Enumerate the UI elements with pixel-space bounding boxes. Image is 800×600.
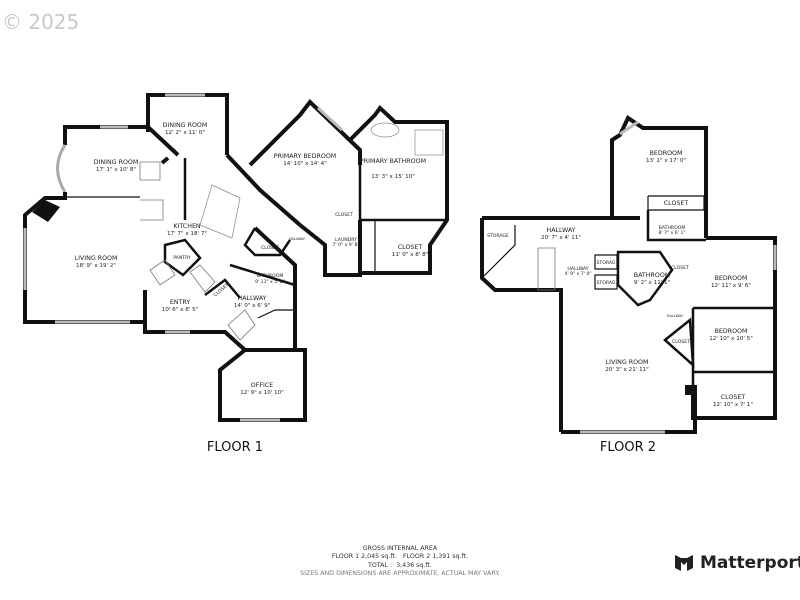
room-dims: 17' 1" x 10' 8" <box>96 167 136 173</box>
room-dims: 12' 9" x 10' 10" <box>240 390 284 396</box>
floor-2-labels: BEDROOM 13' 1" x 17' 0" CLOSET BATHROOM … <box>487 150 753 455</box>
floor-1-walls <box>23 93 449 422</box>
room-dims: 14' 0" x 6' 9" <box>234 303 271 309</box>
floor-2-label: FLOOR 2 <box>600 440 656 455</box>
room-name: DINING ROOM <box>163 122 208 129</box>
room-name: PANTRY <box>173 255 191 261</box>
room-dims: 20' 3" x 21' 11" <box>605 367 649 373</box>
room-name: LIVING ROOM <box>75 255 118 262</box>
room-name: ENTRY <box>170 299 191 306</box>
room-name: LAUNDRY <box>335 237 357 243</box>
room-name: BEDROOM <box>650 150 683 157</box>
room-name: HALLWAY <box>289 237 306 241</box>
room-dims: 14' 10" x 14' 4" <box>283 161 327 167</box>
room-dims: 12' 2" x 11' 0" <box>165 130 205 136</box>
area-floors: FLOOR 1 2,045 sq.ft. FLOOR 2 1,391 sq.ft… <box>331 553 469 561</box>
room-name: PRIMARY BATHROOM <box>360 158 426 165</box>
room-name: OFFICE <box>251 382 273 389</box>
room-name: HALLWAY <box>667 314 684 318</box>
room-dims: 17' 7" x 18' 7" <box>167 231 207 237</box>
room-dims: 13' 3" x 15' 10" <box>371 174 415 180</box>
room-name: PRIMARY BEDROOM <box>274 153 336 160</box>
room-dims: 12' 10" x 10' 5" <box>709 336 753 342</box>
floor-2-walls <box>480 115 777 434</box>
room-name: CLOSET <box>664 200 689 207</box>
room-name: BATHROOM <box>634 272 670 279</box>
brand-logo: Matterport <box>674 553 800 573</box>
room-name: BEDROOM <box>715 328 748 335</box>
brand-name: Matterport <box>700 553 800 573</box>
room-name: CLOSET <box>672 339 690 345</box>
area-disclaimer: SIZES AND DIMENSIONS ARE APPROXIMATE, AC… <box>300 569 500 577</box>
room-dims: 8' 7" x 6' 1" <box>658 230 685 236</box>
room-dims: 12' 11" x 9' 6" <box>711 283 751 289</box>
room-dims: 18' 9" x 19' 2" <box>76 263 116 269</box>
room-name: DINING ROOM <box>94 159 139 166</box>
room-dims: 20' 7" x 4' 11" <box>541 235 581 241</box>
area-total: TOTAL : 3,436 sq.ft. <box>368 561 432 569</box>
room-name: CLOSET <box>671 265 689 271</box>
room-name: LIVING ROOM <box>606 359 649 366</box>
room-dims: 7' 0" x 9' 8" <box>332 242 359 248</box>
room-name: HALLWAY <box>567 266 588 272</box>
area-summary: GROSS INTERNAL AREA FLOOR 1 2,045 sq.ft.… <box>250 545 550 578</box>
room-name: STORAG <box>597 260 616 266</box>
room-name: HALLWAY <box>237 295 266 302</box>
room-name: CLOSET <box>261 245 279 251</box>
room-name: BATHROOM <box>659 225 686 231</box>
room-name: STORAG <box>597 280 616 286</box>
room-name: BEDROOM <box>715 275 748 282</box>
room-dims: 9' 11" x 5' 2" <box>255 279 285 285</box>
room-dims: 10' 6" x 8' 5" <box>162 307 199 313</box>
area-title: GROSS INTERNAL AREA <box>362 545 438 552</box>
room-name: CLOSET <box>721 394 746 401</box>
room-dims: 12' 10" x 7' 1" <box>713 402 753 408</box>
floor-1-labels: DINING ROOM 12' 2" x 11' 0" DINING ROOM … <box>75 122 429 455</box>
room-name: HALLWAY <box>546 227 575 234</box>
room-name: KITCHEN <box>173 223 201 230</box>
room-name: CLOSET <box>335 212 353 218</box>
watermark: © 2025 <box>2 10 80 34</box>
room-dims: 9' 2" x 11' 1" <box>634 280 671 286</box>
room-dims: 4' 9" x 7' 0" <box>564 271 591 277</box>
room-name: CLOSET <box>398 244 423 251</box>
room-dims: 13' 1" x 17' 0" <box>646 158 686 164</box>
floor-1-label: FLOOR 1 <box>207 440 263 455</box>
matterport-logo-icon <box>675 555 693 571</box>
room-name: CLOSET <box>213 282 231 298</box>
room-name: STORAGE <box>487 233 509 239</box>
room-dims: 11' 0" x 8' 8" <box>392 252 429 258</box>
room-name: BATHROOM <box>257 273 284 279</box>
